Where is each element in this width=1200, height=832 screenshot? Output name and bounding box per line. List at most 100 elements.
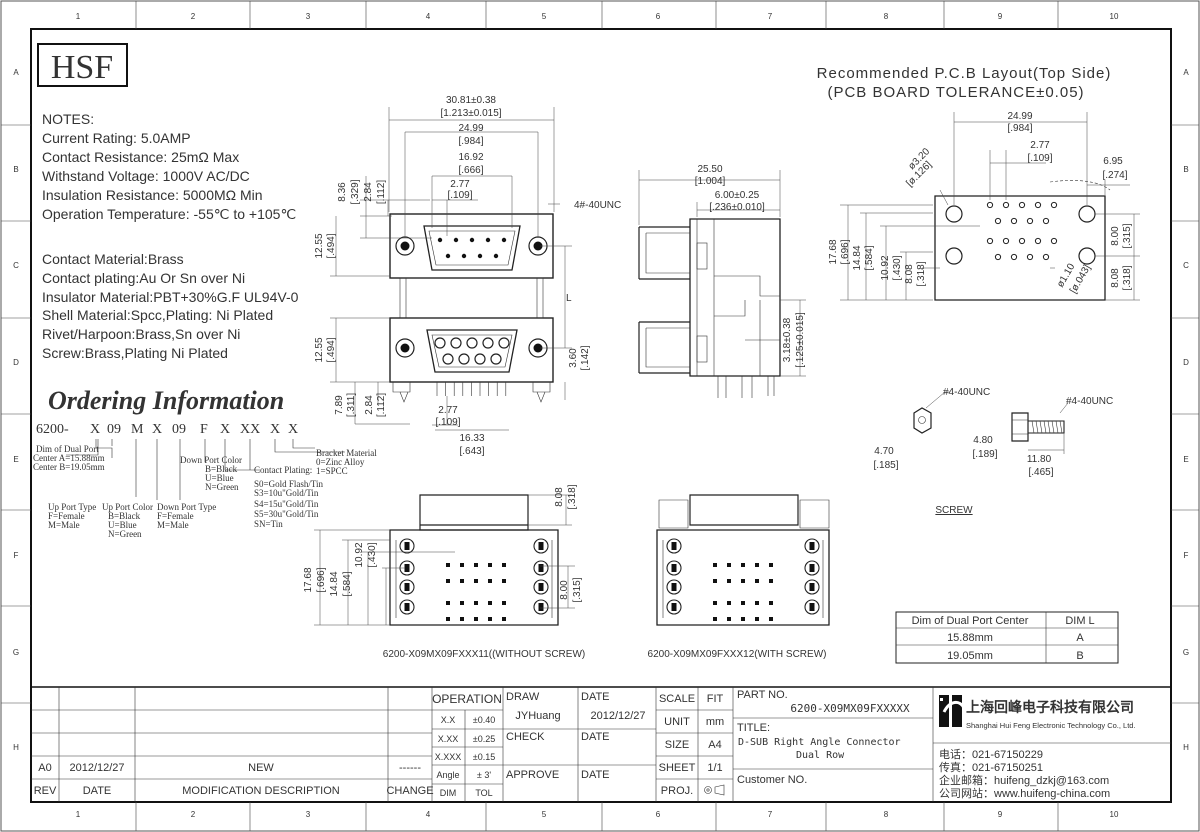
proj-label: PROJ.	[661, 785, 693, 797]
bottom-pads	[399, 538, 549, 621]
customer-label: Customer NO.	[737, 774, 807, 786]
tol-cell: X.X	[441, 715, 456, 725]
grid-label: 9	[998, 810, 1003, 819]
pcb-tails	[436, 382, 507, 396]
dim-label: [.494]	[326, 337, 337, 362]
dim-label: 8.08	[1110, 268, 1121, 288]
pad	[1010, 253, 1018, 261]
pin-pad	[460, 563, 464, 567]
table-cell: 15.88mm	[947, 632, 993, 644]
grid-label: E	[13, 455, 18, 464]
tol-cell: Angle	[436, 770, 459, 780]
dim-label: [.274]	[1102, 170, 1127, 181]
pin-pad	[502, 579, 506, 583]
dim-label: 6.00±0.25	[715, 190, 760, 201]
pin	[477, 253, 483, 259]
bracket-peg	[671, 542, 677, 550]
socket	[466, 337, 478, 349]
note-line: Insulation Resistance: 5000MΩ Min	[42, 187, 263, 203]
dim-label: 14.84	[852, 245, 863, 270]
bottom-view-left: 8.08 [.318] 17.68 [.696] 14.84 [.584] 10…	[303, 484, 585, 660]
pin-pad	[741, 601, 745, 605]
pin-pad	[460, 579, 464, 583]
company-web: 公司网站：www.huifeng-china.com	[939, 786, 1110, 800]
lower-d-shell	[426, 329, 518, 373]
bracket-peg	[809, 603, 815, 611]
socket	[450, 337, 462, 349]
bracket-hole	[399, 579, 415, 595]
scale-label: SCALE	[659, 693, 695, 705]
dim-label: 4.80	[973, 435, 993, 446]
down-color-opt: U=Blue	[205, 473, 234, 483]
dim-label: 16.33	[459, 433, 484, 444]
bracket-peg	[671, 583, 677, 591]
thread-callout: #4-40UNC	[1066, 396, 1113, 407]
pad	[1042, 217, 1050, 225]
material-line: Contact Material:Brass	[42, 251, 184, 267]
dim-label: [.465]	[1028, 467, 1053, 478]
dim-label: [.315]	[1122, 223, 1133, 248]
dim-label: 12.55	[314, 337, 325, 362]
pin	[501, 237, 507, 243]
dim-label: 16.92	[458, 152, 483, 163]
pin-pad	[460, 617, 464, 621]
check-label: CHECK	[506, 731, 545, 743]
pin-pad	[769, 601, 773, 605]
pin-pad	[713, 563, 717, 567]
pin-pad	[713, 601, 717, 605]
date-label: DATE	[581, 691, 610, 703]
pin	[485, 237, 491, 243]
bracket-hole	[804, 560, 820, 576]
dim-label: [.236±0.010]	[709, 202, 765, 213]
bracket-peg	[538, 583, 544, 591]
material-line: Shell Material:Spcc,Plating: Ni Plated	[42, 307, 273, 323]
date-value: 2012/12/27	[590, 710, 645, 722]
table-header: DIM L	[1065, 615, 1094, 627]
bracket-body	[399, 277, 544, 319]
rev-header: MODIFICATION DESCRIPTION	[182, 785, 340, 797]
dim-label: 2.77	[450, 179, 470, 190]
plating-opt: S4=15u"Gold/Tin	[254, 499, 319, 509]
grid-label: 6	[656, 810, 661, 819]
grid-label: F	[14, 551, 19, 560]
company-name-cn: 上海回峰电子科技有限公司	[966, 699, 1134, 715]
pad	[1002, 201, 1010, 209]
dim-label: [.311]	[346, 393, 357, 417]
pad	[1050, 201, 1058, 209]
dim-label: 6.95	[1103, 156, 1123, 167]
table-cell: A	[1076, 632, 1084, 644]
pin-pad	[713, 617, 717, 621]
grid-label: 3	[306, 810, 311, 819]
grid-label: 1	[76, 810, 81, 819]
thread-callout: #4-40UNC	[943, 387, 990, 398]
ordering-legend: Dim of Dual Port Center A=15.88mm Center…	[33, 444, 377, 539]
dim-label: [.696]	[316, 567, 327, 592]
dim-label: 2.77	[1030, 140, 1050, 151]
bracket-peg	[404, 583, 410, 591]
dim-label: 8.00	[559, 580, 570, 600]
grid-label: 3	[306, 12, 311, 21]
plating-opt: S5=30u"Gold/Tin	[254, 509, 319, 519]
mount-hole	[945, 247, 963, 265]
pin	[453, 237, 459, 243]
draw-label: DRAW	[506, 691, 540, 703]
grid-label: 8	[884, 12, 889, 21]
dual-port-a: Center A=15.88mm	[33, 453, 105, 463]
company-fax: 传真：021-67150251	[939, 760, 1043, 774]
dim-label: [.315]	[572, 577, 583, 602]
bracket-hole	[666, 599, 682, 615]
code-part: M	[131, 422, 144, 437]
dim-label: [.696]	[840, 239, 851, 264]
dual-port-b: Center B=19.05mm	[33, 462, 105, 472]
grid-label: 9	[998, 12, 1003, 21]
plating-opt: S0=Gold Flash/Tin	[254, 479, 324, 489]
pin-pad	[502, 601, 506, 605]
hex-standoff	[913, 407, 932, 434]
rev-header: CHANGE	[386, 785, 433, 797]
tol-cell: TOL	[475, 788, 492, 798]
dim-label: [.494]	[326, 233, 337, 258]
dim-label: [.430]	[367, 542, 378, 567]
pcb-title: Recommended P.C.B Layout(Top Side)	[817, 65, 1112, 82]
